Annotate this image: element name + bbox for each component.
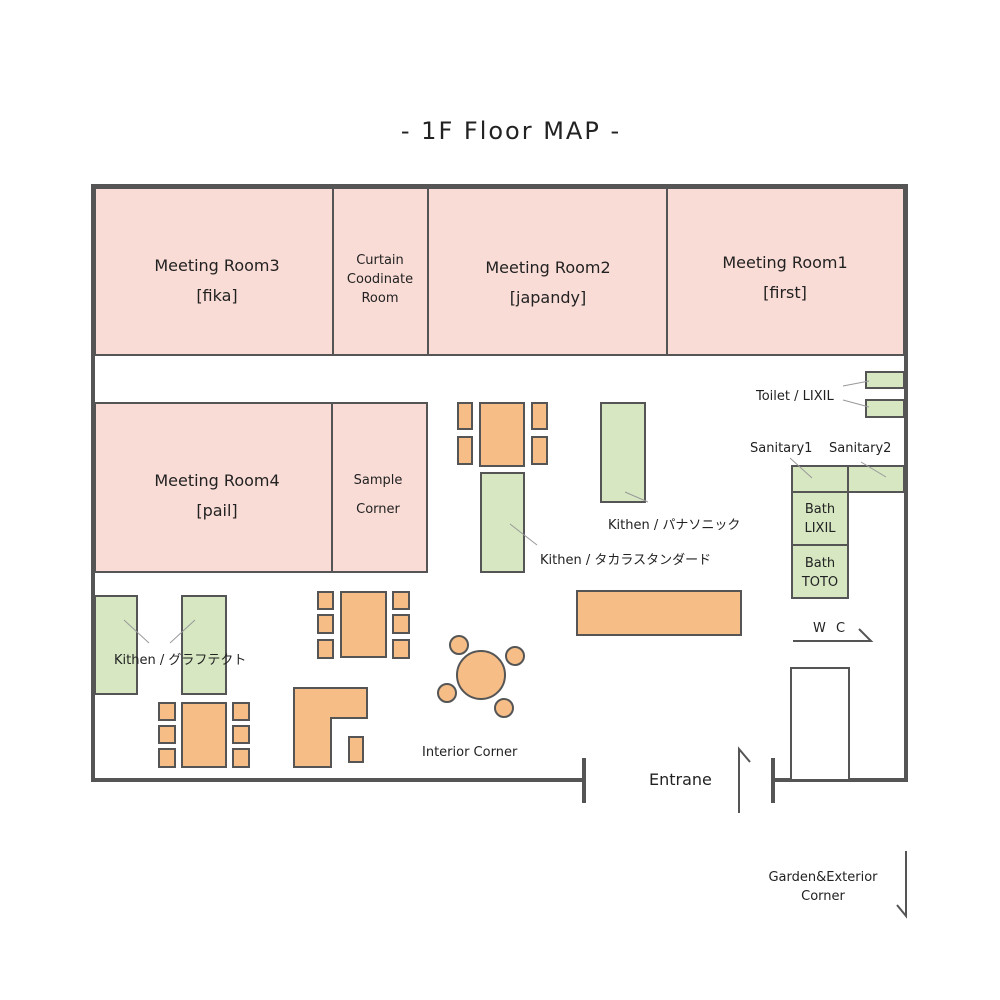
sample-corner-line2: Corner [356, 502, 400, 517]
chair [392, 614, 410, 634]
table [479, 402, 525, 467]
round-table [456, 650, 506, 700]
meeting-room2-name: Meeting Room2 [485, 258, 610, 277]
chair [457, 436, 473, 465]
leader-line [123, 619, 150, 644]
stool [449, 635, 469, 655]
sanitary1-label: Sanitary1 [750, 441, 812, 456]
wc-label: W C [813, 621, 848, 636]
meeting-room1-theme: [first] [763, 283, 807, 302]
chair [317, 591, 334, 610]
table [181, 702, 227, 768]
kitchen-takara-label: Kithen / タカラスタンダード [540, 553, 711, 568]
bath-toto[interactable] [791, 544, 849, 599]
counter [576, 590, 742, 636]
leader-line [860, 461, 887, 478]
chair [457, 402, 473, 430]
garden-label-line1: Garden&Exterior [768, 870, 878, 885]
kitchen-takara-standard[interactable] [480, 472, 525, 573]
bath-toto-line1: Bath [805, 556, 835, 571]
meeting-room3[interactable] [94, 187, 334, 356]
outer-wall [91, 184, 908, 782]
chair [232, 748, 250, 768]
chair [531, 402, 548, 430]
curtain-room-line3: Room [361, 291, 398, 306]
toilet-lixil-2[interactable] [865, 399, 905, 418]
leader-line [842, 380, 870, 387]
bath-lixil-line2: LIXIL [804, 521, 836, 536]
curtain-coodinate-room[interactable] [332, 187, 429, 356]
chair [232, 725, 250, 744]
kitchen-graftekt-label: Kithen / グラフテクト [114, 653, 246, 668]
chair [158, 702, 176, 721]
sanitary2[interactable] [847, 465, 905, 493]
garden-label-line2: Corner [801, 889, 845, 904]
map-title: - 1F Floor MAP - [401, 117, 621, 145]
chair [531, 436, 548, 465]
kitchen-panasonic[interactable] [600, 402, 646, 503]
meeting-room1-name: Meeting Room1 [722, 253, 847, 272]
entrance-label: Entrane [649, 770, 712, 789]
chair [392, 591, 410, 610]
kitchen-graftekt-2[interactable] [181, 595, 227, 695]
kitchen-graftekt-1[interactable] [94, 595, 138, 695]
bath-lixil-line1: Bath [805, 502, 835, 517]
wc-room[interactable] [790, 667, 850, 781]
garden-arrow-icon [896, 851, 907, 919]
meeting-room3-theme: [fika] [196, 286, 237, 305]
chair [317, 614, 334, 634]
sanitary2-label: Sanitary2 [829, 441, 891, 456]
leader-line [169, 619, 196, 644]
toilet-lixil-1[interactable] [865, 371, 905, 389]
meeting-room2[interactable] [427, 187, 668, 356]
entrance-arrow-icon [738, 746, 751, 813]
meeting-room4[interactable] [94, 402, 333, 573]
curtain-room-line1: Curtain [356, 253, 404, 268]
meeting-room3-name: Meeting Room3 [154, 256, 279, 275]
meeting-room1[interactable] [666, 187, 905, 356]
chair [158, 725, 176, 744]
kitchen-panasonic-label: Kithen / パナソニック [608, 518, 740, 533]
side-table [348, 736, 364, 763]
interior-corner-label: Interior Corner [422, 745, 518, 760]
stool [505, 646, 525, 666]
chair [317, 639, 334, 659]
table [340, 591, 387, 658]
l-shaped-sofa [293, 687, 368, 768]
sanitary1[interactable] [791, 465, 849, 493]
stool [437, 683, 457, 703]
sample-corner[interactable] [331, 402, 428, 573]
leader-line [789, 457, 813, 479]
bath-toto-line2: TOTO [801, 575, 838, 590]
wc-arrow-icon [793, 628, 874, 642]
sample-corner-line1: Sample [354, 473, 403, 488]
chair [158, 748, 176, 768]
stool [494, 698, 514, 718]
meeting-room4-name: Meeting Room4 [154, 471, 279, 490]
toilet-label: Toilet / LIXIL [755, 389, 834, 404]
meeting-room4-theme: [pail] [196, 501, 237, 520]
curtain-room-line2: Coodinate [347, 272, 413, 287]
leader-line [624, 491, 649, 503]
leader-line [509, 523, 538, 546]
chair [232, 702, 250, 721]
meeting-room2-theme: [japandy] [510, 288, 586, 307]
chair [392, 639, 410, 659]
bath-lixil[interactable] [791, 491, 849, 546]
leader-line [842, 399, 870, 408]
